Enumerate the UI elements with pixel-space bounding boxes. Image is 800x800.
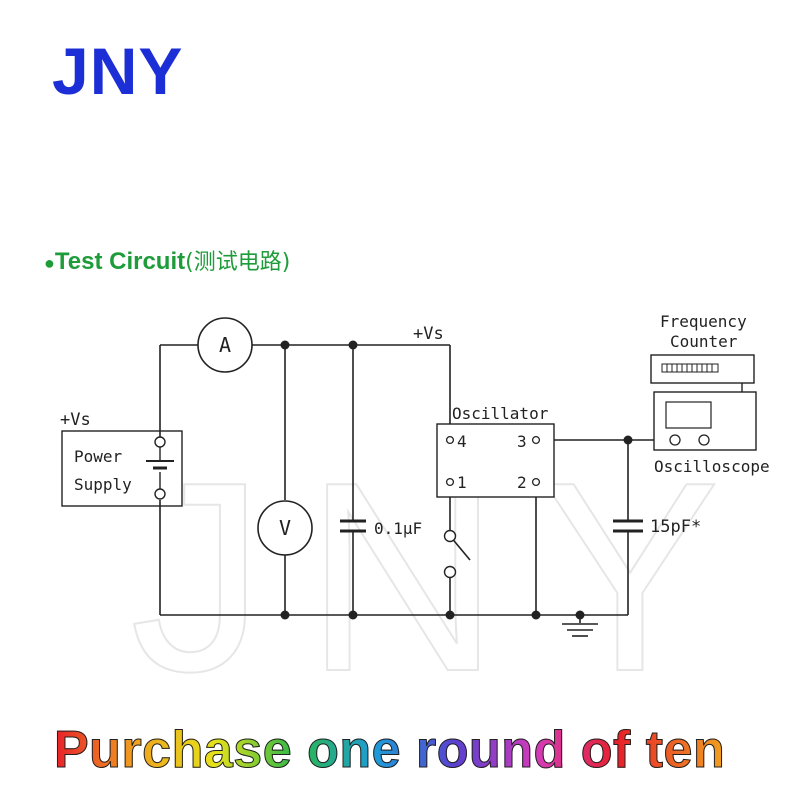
pin4-label: 4 — [457, 432, 467, 451]
cap1-label: 0.1μF — [374, 519, 422, 538]
vs-left-label: +Vs — [60, 410, 91, 430]
power-label-2: Supply — [74, 475, 132, 494]
brand-logo: JNY — [52, 34, 184, 108]
ammeter-circle — [197, 317, 253, 373]
oscilloscope-screen — [665, 401, 712, 429]
voltmeter-label: V — [279, 516, 291, 540]
freq-label-1: Frequency — [660, 312, 747, 331]
osc-pin2-terminal — [531, 477, 541, 487]
switch-contact-bottom — [443, 565, 457, 579]
oscillator-label: Oscillator — [452, 404, 549, 423]
osc-pin3-terminal — [531, 435, 541, 445]
freq-label-2: Counter — [670, 332, 738, 351]
pin1-label: 1 — [457, 473, 467, 492]
scope-knob-right — [698, 434, 710, 446]
osc-pin4-terminal — [445, 435, 455, 445]
scope-knob-left — [669, 434, 681, 446]
power-terminal-top — [154, 436, 166, 448]
switch-contact-top — [443, 529, 457, 543]
watermark: JNY — [130, 427, 760, 728]
purchase-banner: Purchase one round of ten — [53, 721, 726, 779]
title-cn: (测试电路) — [185, 250, 291, 275]
ammeter-label: A — [219, 333, 231, 357]
oscillator-box — [436, 423, 555, 498]
capacitor-0-1uf — [340, 519, 366, 533]
cap2-label: 15pF* — [650, 517, 701, 537]
title-text: Test Circuit — [54, 248, 186, 275]
scope-label: Oscilloscope — [654, 457, 770, 476]
pin2-label: 2 — [517, 473, 527, 492]
junction-dots — [280, 340, 633, 620]
display-segments — [666, 364, 713, 372]
vs-top-label: +Vs — [413, 324, 444, 344]
capacitor-15pf — [613, 519, 643, 533]
section-title: ●Test Circuit(测试电路) — [44, 250, 290, 274]
power-label-1: Power — [74, 447, 123, 466]
power-terminal-bottom — [154, 488, 166, 500]
voltmeter-circle — [257, 500, 313, 556]
frequency-counter-display — [661, 363, 719, 373]
bullet: ● — [44, 253, 55, 273]
pin3-label: 3 — [517, 432, 527, 451]
osc-pin1-terminal — [445, 477, 455, 487]
